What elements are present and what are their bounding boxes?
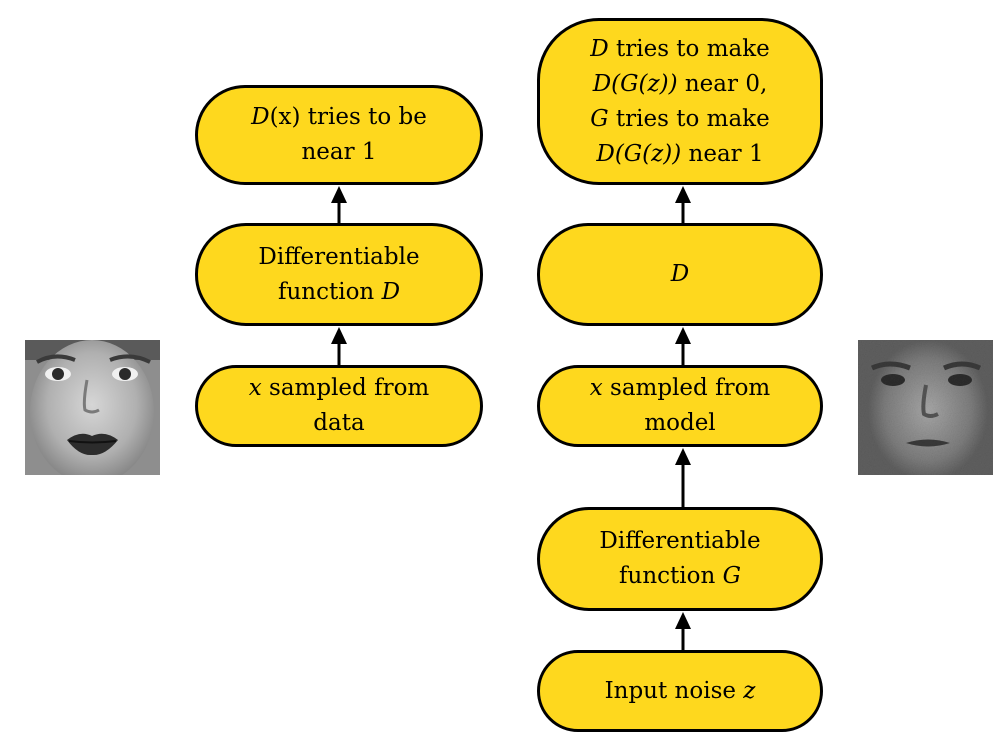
math-d-obj: D bbox=[590, 35, 609, 62]
generator-line1: Differentiable bbox=[599, 528, 761, 554]
objective-text4: near 1 bbox=[681, 140, 764, 167]
discriminator-box-right: D bbox=[537, 223, 823, 326]
arrowhead-data-to-d bbox=[331, 327, 347, 344]
objective-line3: G tries to make bbox=[590, 106, 769, 132]
arrowhead-d-to-output bbox=[331, 186, 347, 203]
model-sample-box: x sampled from model bbox=[537, 365, 823, 447]
discriminator-left-text: function bbox=[277, 278, 382, 305]
discriminator-left-line2: function D bbox=[278, 279, 400, 305]
math-dgz-1: D(G(z)) bbox=[592, 70, 678, 97]
math-x-data: x bbox=[248, 375, 262, 401]
arrowhead-d-to-objective bbox=[675, 186, 691, 203]
math-d-right: D bbox=[670, 261, 690, 287]
math-dgz-2: D(G(z)) bbox=[596, 140, 682, 167]
objective-text1: tries to make bbox=[608, 35, 770, 62]
right-arrows bbox=[675, 186, 691, 650]
generator-line2: function G bbox=[619, 563, 741, 589]
real-face-photo bbox=[25, 340, 160, 475]
math-x-model: x bbox=[589, 375, 603, 401]
math-d: D bbox=[251, 104, 270, 130]
data-sample-line2: data bbox=[313, 410, 365, 436]
math-g-obj: G bbox=[590, 105, 609, 132]
real-output-line2: near 1 bbox=[301, 139, 377, 165]
model-sample-line2: model bbox=[644, 410, 716, 436]
model-sample-line1: x sampled from bbox=[590, 375, 771, 401]
objective-line1: D tries to make bbox=[590, 36, 770, 62]
generated-face-image bbox=[858, 340, 993, 475]
generator-text: function bbox=[619, 563, 723, 589]
objective-text3: tries to make bbox=[608, 105, 770, 132]
input-noise-text: Input noise bbox=[604, 677, 744, 704]
data-sample-text: sampled from bbox=[261, 375, 430, 401]
objective-line2: D(G(z)) near 0, bbox=[593, 71, 768, 97]
objective-line4: D(G(z)) near 1 bbox=[596, 141, 763, 167]
data-sample-line1: x sampled from bbox=[249, 375, 430, 401]
objective-text2: near 0, bbox=[677, 70, 768, 97]
input-noise-box: Input noise z bbox=[537, 650, 823, 732]
discriminator-box-left: Differentiable function D bbox=[195, 223, 483, 326]
model-sample-text: sampled from bbox=[602, 375, 771, 401]
real-output-text: (x) tries to be bbox=[269, 104, 427, 130]
real-output-box: D(x) tries to be near 1 bbox=[195, 85, 483, 185]
arrowhead-noise-to-g bbox=[675, 612, 691, 629]
discriminator-left-line1: Differentiable bbox=[258, 243, 420, 270]
data-sample-box: x sampled from data bbox=[195, 365, 483, 447]
arrowhead-sample-to-d bbox=[675, 327, 691, 344]
left-arrows bbox=[331, 186, 347, 365]
objective-box: D tries to make D(G(z)) near 0, G tries … bbox=[537, 18, 823, 185]
math-z: z bbox=[743, 677, 756, 704]
math-d-left: D bbox=[381, 278, 401, 305]
real-output-line1: D(x) tries to be bbox=[251, 104, 427, 130]
math-g: G bbox=[722, 563, 741, 589]
real-face-image bbox=[25, 340, 160, 475]
generator-box: Differentiable function G bbox=[537, 507, 823, 611]
generated-face-photo bbox=[858, 340, 993, 475]
arrowhead-g-to-sample bbox=[675, 448, 691, 465]
